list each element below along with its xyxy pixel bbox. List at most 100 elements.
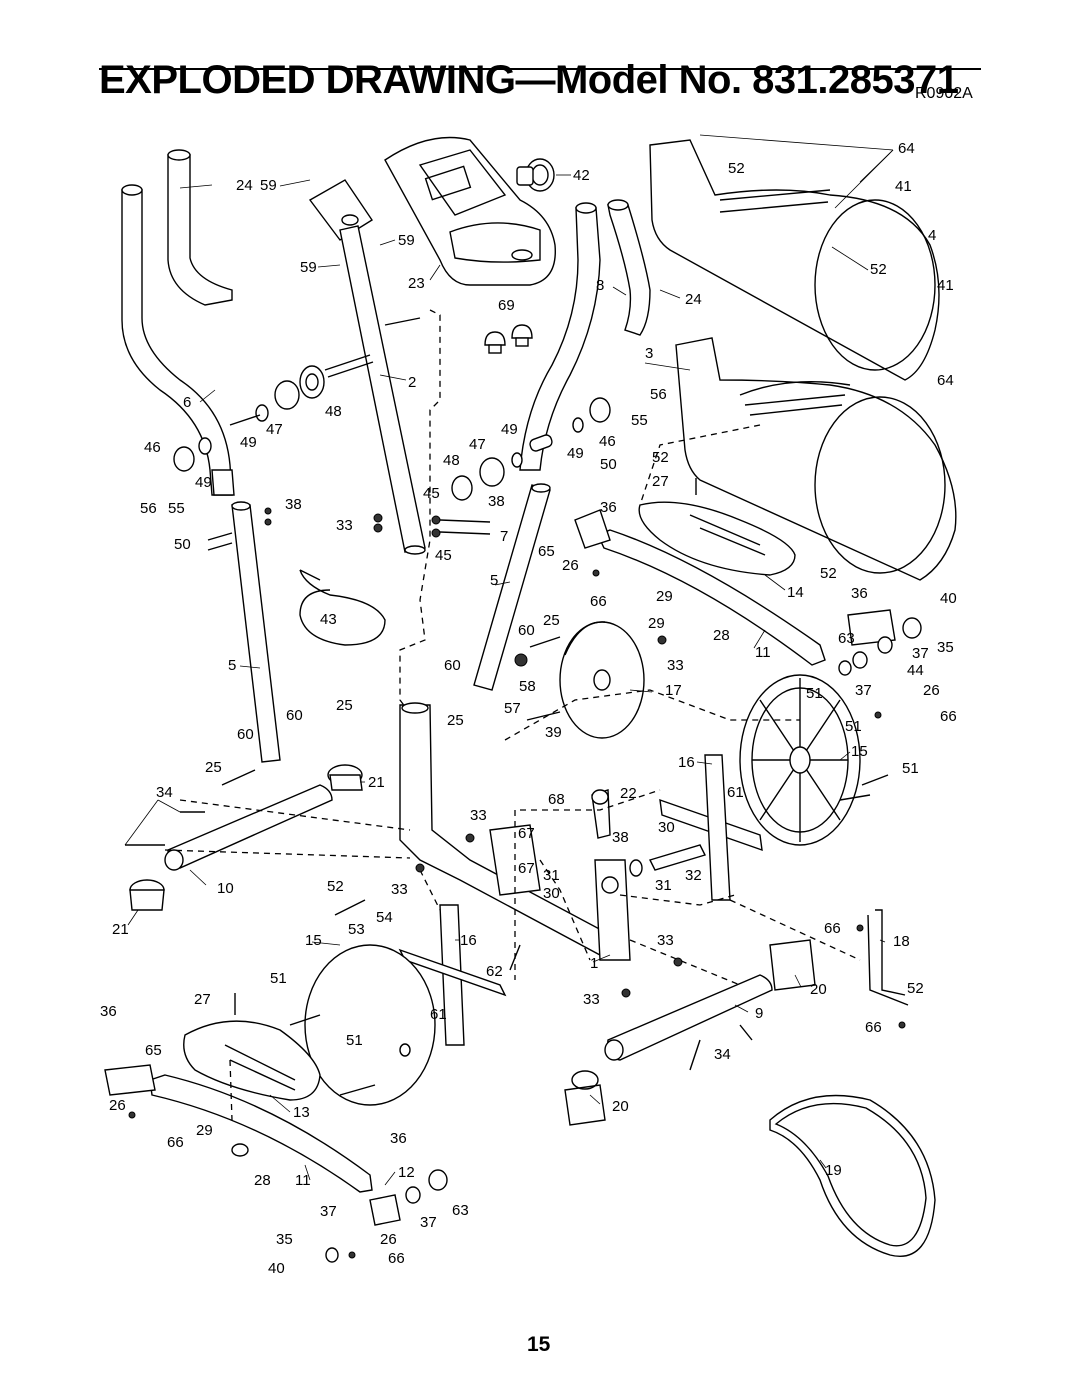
callout-18: 18 [893, 933, 910, 950]
callout-32: 32 [685, 867, 702, 884]
page-number: 15 [527, 1333, 551, 1356]
callout-34-left: 34 [156, 784, 173, 801]
rear-crossbar [659, 754, 763, 901]
callout-66-e: 66 [167, 1134, 184, 1151]
callout-52-f: 52 [907, 980, 924, 997]
callout-37-d: 37 [420, 1214, 437, 1231]
callout-30-b: 30 [543, 885, 560, 902]
callout-48-right: 48 [443, 452, 460, 469]
callout-49-d: 49 [567, 445, 584, 462]
callout-25-c: 25 [543, 612, 560, 629]
tension-cable [299, 569, 386, 646]
callout-66-b: 66 [940, 708, 957, 725]
callout-21-bottom: 21 [112, 921, 129, 938]
idler-arm [591, 789, 611, 839]
callout-44: 44 [907, 662, 924, 679]
page-title: EXPLODED DRAWING—Model No. 831.285371 [99, 58, 959, 102]
callout-1: 1 [590, 955, 598, 972]
right-pedal-arm [597, 529, 826, 666]
right-lower-arm [473, 483, 551, 691]
callout-56-right: 56 [650, 386, 667, 403]
callout-63-left: 63 [452, 1202, 469, 1219]
shroud-inner [675, 337, 957, 581]
callout-26-b: 26 [923, 682, 940, 699]
callout-48-left: 48 [325, 403, 342, 420]
callout-33-b: 33 [667, 657, 684, 674]
callout-69: 69 [498, 297, 515, 314]
left-disc-cover [304, 944, 436, 1106]
callout-52-d: 52 [820, 565, 837, 582]
hardware-bolts [125, 478, 906, 1259]
callout-33-a: 33 [336, 517, 353, 534]
callout-37-c: 37 [320, 1203, 337, 1220]
callout-53: 53 [348, 921, 365, 938]
rear-stabilizer [564, 939, 816, 1126]
callout-11-right: 11 [755, 644, 771, 661]
right-pivot-assembly [838, 609, 922, 676]
callout-49-c: 49 [501, 421, 518, 438]
callout-52-b: 52 [870, 261, 887, 278]
callout-4: 4 [928, 227, 936, 244]
callout-52-e: 52 [327, 878, 344, 895]
console-knob [516, 158, 555, 192]
callout-61-left: 61 [430, 1006, 447, 1023]
callout-16-left: 16 [460, 932, 477, 949]
part-callouts: 1 2 3 4 5 5 6 7 8 9 10 11 11 12 13 14 15… [100, 140, 957, 1277]
callout-28-left: 28 [254, 1172, 271, 1189]
callout-66-c: 66 [824, 920, 841, 937]
callout-49-b: 49 [195, 474, 212, 491]
callout-2: 2 [408, 374, 416, 391]
callout-36-a: 36 [600, 499, 617, 516]
callout-31-a: 31 [543, 867, 560, 884]
callout-33-d: 33 [391, 881, 408, 898]
leader-lines [124, 134, 894, 1186]
callout-27-right: 27 [652, 473, 669, 490]
crank-axle [629, 844, 706, 877]
callout-24-right: 24 [685, 291, 702, 308]
callout-3: 3 [645, 345, 653, 362]
callout-38-c: 38 [612, 829, 629, 846]
callout-63-right: 63 [838, 630, 855, 647]
callout-25-d: 25 [447, 712, 464, 729]
callout-17: 17 [665, 682, 682, 699]
callout-30-a: 30 [658, 819, 675, 836]
left-lower-arm [231, 501, 281, 763]
callout-15-right: 15 [851, 743, 868, 760]
callout-66-f: 66 [388, 1250, 405, 1267]
callout-25-b: 25 [205, 759, 222, 776]
front-stabilizer [129, 764, 363, 911]
callout-60-d: 60 [444, 657, 461, 674]
callout-33-e: 33 [657, 932, 674, 949]
callout-50-right: 50 [600, 456, 617, 473]
callout-64-top: 64 [898, 140, 915, 157]
left-wheel-parts [231, 1143, 448, 1263]
callout-67-a: 67 [518, 825, 535, 842]
callout-66-d: 66 [865, 1019, 882, 1036]
callout-60-b: 60 [237, 726, 254, 743]
callout-7: 7 [500, 528, 508, 545]
console [384, 136, 556, 286]
callout-8: 8 [596, 277, 604, 294]
resistance-wheel [739, 674, 861, 846]
flywheel [559, 621, 645, 739]
callout-46-left: 46 [144, 439, 161, 456]
callout-28-right: 28 [713, 627, 730, 644]
callout-35-right: 35 [937, 639, 954, 656]
callout-46-right: 46 [599, 433, 616, 450]
callout-20-left: 20 [612, 1098, 629, 1115]
callout-40-right: 40 [940, 590, 957, 607]
header-rule [99, 68, 981, 70]
callout-12: 12 [398, 1164, 415, 1181]
callout-59-b: 59 [398, 232, 415, 249]
callout-45-b: 45 [435, 547, 452, 564]
callout-9: 9 [755, 1005, 763, 1022]
callout-13: 13 [293, 1104, 310, 1121]
callout-29-c: 29 [196, 1122, 213, 1139]
callout-51-d: 51 [270, 970, 287, 987]
callout-26-c: 26 [109, 1097, 126, 1114]
callout-33-f: 33 [583, 991, 600, 1008]
callout-21-top: 21 [368, 774, 385, 791]
callout-62: 62 [486, 963, 503, 980]
callout-25-a: 25 [336, 697, 353, 714]
callout-14: 14 [787, 584, 804, 601]
